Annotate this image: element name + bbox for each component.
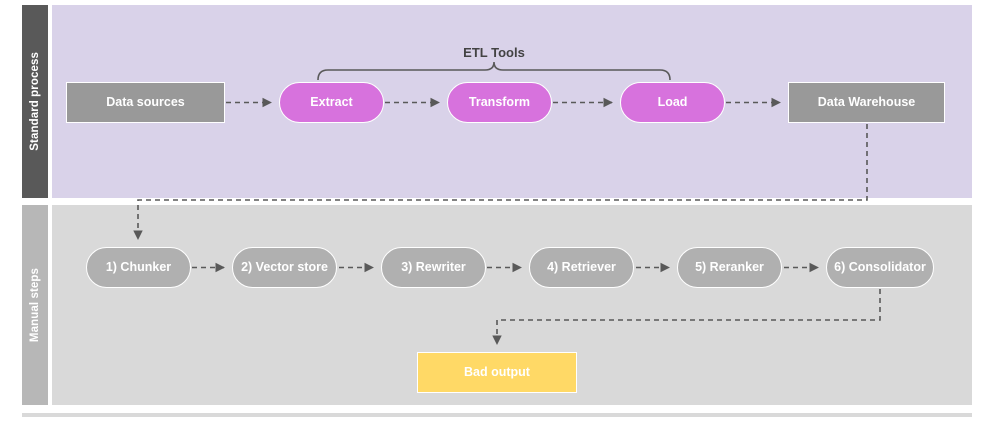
node-label-bad-output: Bad output — [464, 365, 530, 380]
node-load[interactable]: Load — [620, 82, 725, 123]
node-extract[interactable]: Extract — [279, 82, 384, 123]
node-label-reranker: 5) Reranker — [695, 260, 764, 275]
lane-label-manual-steps: Manual steps — [29, 267, 41, 343]
node-label-vector-store: 2) Vector store — [241, 260, 328, 275]
node-label-transform: Transform — [468, 95, 531, 110]
node-label-data-sources: Data sources — [106, 95, 185, 110]
bottom-divider — [22, 413, 972, 417]
node-label-load: Load — [657, 95, 688, 110]
node-label-data-warehouse: Data Warehouse — [817, 95, 916, 110]
node-data-warehouse[interactable]: Data Warehouse — [788, 82, 945, 123]
lane-header-manual-steps: Manual steps — [22, 205, 48, 405]
node-consolidator[interactable]: 6) Consolidator — [826, 247, 934, 288]
node-transform[interactable]: Transform — [447, 82, 552, 123]
node-rewriter[interactable]: 3) Rewriter — [381, 247, 486, 288]
node-chunker[interactable]: 1) Chunker — [86, 247, 191, 288]
etl-tools-label: ETL Tools — [463, 45, 525, 60]
node-data-sources[interactable]: Data sources — [66, 82, 225, 123]
node-label-consolidator: 6) Consolidator — [834, 260, 926, 275]
lane-label-standard-process: Standard process — [29, 52, 41, 151]
node-bad-output[interactable]: Bad output — [417, 352, 577, 393]
lane-header-standard-process: Standard process — [22, 5, 48, 198]
node-label-extract: Extract — [310, 95, 353, 110]
node-reranker[interactable]: 5) Reranker — [677, 247, 782, 288]
node-retriever[interactable]: 4) Retriever — [529, 247, 634, 288]
node-label-retriever: 4) Retriever — [547, 260, 616, 275]
node-vector-store[interactable]: 2) Vector store — [232, 247, 337, 288]
node-label-chunker: 1) Chunker — [105, 260, 172, 275]
node-label-rewriter: 3) Rewriter — [401, 260, 466, 275]
